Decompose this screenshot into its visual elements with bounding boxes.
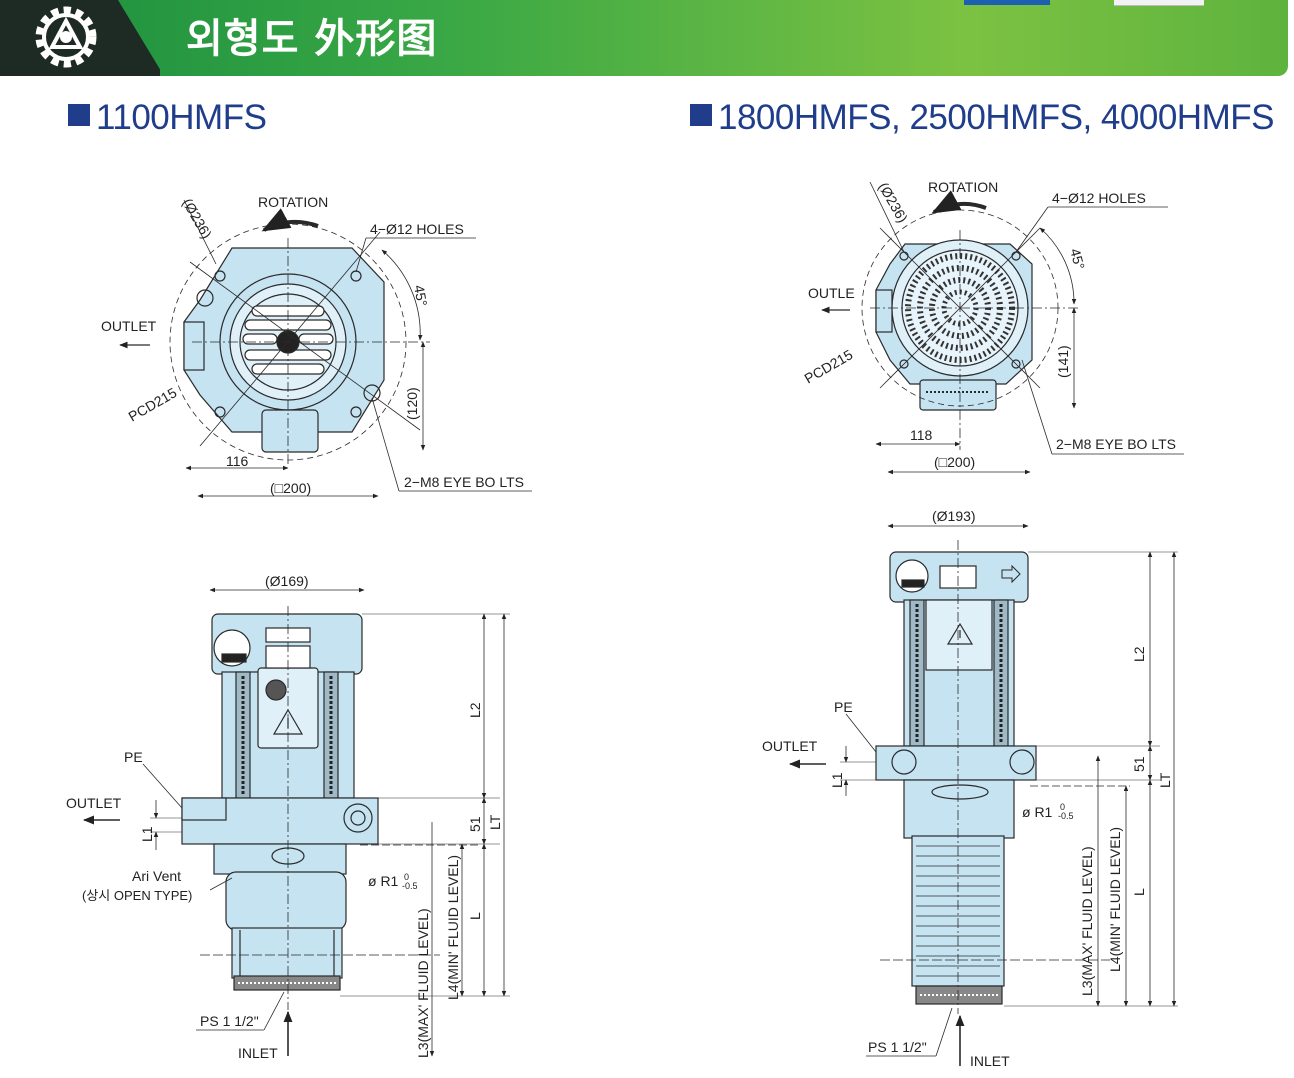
outlet-label: OUTLET [101,318,157,334]
pcd-label: PCD215 [802,346,856,386]
air-vent-note-label: (상시 OPEN TYPE) [82,888,192,903]
l1-label: L1 [139,826,155,842]
tolerance-bottom: -0.5 [402,881,418,891]
tolerance-bottom: -0.5 [1058,811,1074,821]
dim-116-label: 116 [226,453,249,469]
l-label: L [467,912,483,920]
dim-120-label: (120) [404,387,420,420]
left-side-view [82,587,510,1057]
bolt-circle-label: (Ø236) [179,196,215,242]
l-label: L [1131,888,1147,896]
outlet-label: OUTLET [762,738,818,754]
tolerance-top: 0 [1060,802,1065,812]
dim-141-label: (141) [1055,345,1071,378]
model-name-left: 1100HMFS [96,98,267,137]
dim-51-label: 51 [1131,756,1147,772]
right-side-view [788,523,1178,1066]
pe-label: PE [124,749,143,765]
left-top-view [119,199,532,499]
r1-label: ø R1 [1022,804,1053,820]
diameter-label: (Ø169) [265,573,309,589]
l2-label: L2 [467,702,483,718]
pe-label: PE [834,699,853,715]
air-vent-label: Ari Vent [132,868,181,884]
rotation-label: ROTATION [928,179,998,195]
l4-label: L4(MIN' FLUID LEVEL) [445,855,461,1000]
eye-bolts-label: 2−M8 EYE BO LTS [1056,436,1176,452]
dim-51-label: 51 [467,816,483,832]
holes-label: 4−Ø12 HOLES [1052,190,1146,206]
diameter-label: (Ø193) [932,508,976,524]
model-title-right: 1800HMFS, 2500HMFS, 4000HMFS [690,98,1274,138]
ps-label: PS 1 1/2" [200,1013,259,1029]
r1-label: ø R1 [368,873,399,889]
angle-label: 45° [1067,247,1088,272]
gear-logo-icon [0,0,160,76]
right-top-view [821,181,1184,475]
lt-label: LT [1157,772,1173,788]
model-name-right: 1800HMFS, 2500HMFS, 4000HMFS [718,98,1274,137]
header-banner [4,0,1288,76]
ps-label: PS 1 1/2" [868,1039,927,1055]
left-side-labels: (Ø169) PE OUTLET L1 Ari Vent (상시 OPEN TY… [66,573,503,1061]
angle-label: 45° [411,284,430,308]
bullet-square-icon [690,104,712,126]
l1-label: L1 [829,772,845,788]
dim-200-label: (□200) [270,480,311,496]
page-title: 외형도 外形图 [186,16,438,62]
outlet-label: OUTLE [808,285,855,301]
l3-label: L3(MAX' FLUID LEVEL) [1079,846,1095,996]
holes-label: 4−Ø12 HOLES [370,221,464,237]
bolt-circle-label: (Ø236) [875,180,911,226]
eye-bolts-label: 2−M8 EYE BO LTS [404,474,524,490]
right-side-labels: (Ø193) PE OUTLET L1 ø R1 0 -0.5 L2 51 LT… [762,508,1173,1069]
outlet-label: OUTLET [66,795,122,811]
inlet-label: INLET [238,1045,278,1061]
dim-200-label: (□200) [934,454,975,470]
lt-label: LT [487,814,503,830]
l2-label: L2 [1131,646,1147,662]
model-title-left: 1100HMFS [68,98,267,138]
tolerance-top: 0 [404,872,409,882]
header-tab-white[interactable] [1114,0,1204,6]
header-tab-blue[interactable] [964,0,1050,5]
dim-118-label: 118 [910,427,933,443]
rotation-label: ROTATION [258,194,328,210]
l3-label: L3(MAX' FLUID LEVEL) [415,908,431,1058]
bullet-square-icon [68,104,90,126]
pcd-label: PCD215 [126,384,180,424]
inlet-label: INLET [970,1053,1010,1069]
l4-label: L4(MIN' FLUID LEVEL) [1107,827,1123,972]
